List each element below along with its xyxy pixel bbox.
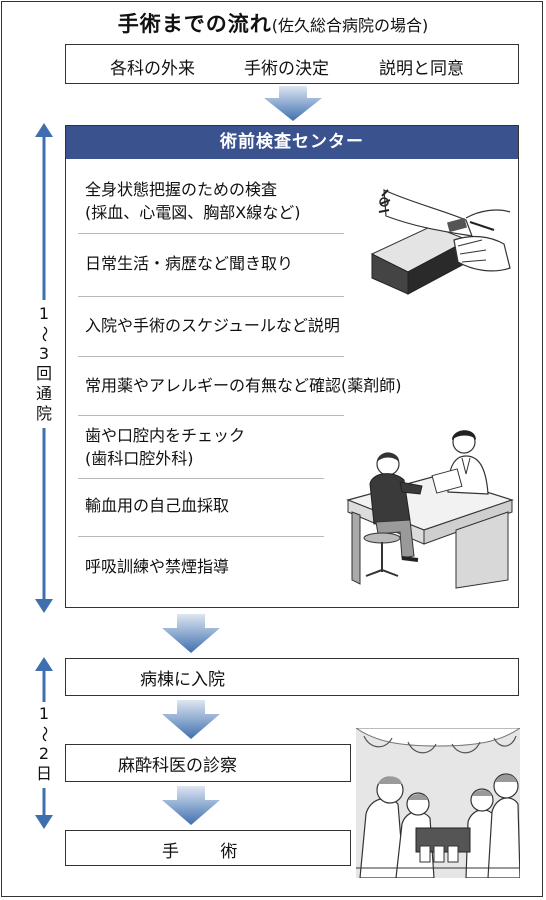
- center-item-exam: 全身状態把握のための検査 (採血、心電図、胸部X線など): [85, 178, 300, 224]
- down-arrow-1: [264, 86, 322, 121]
- down-arrow-3: [162, 700, 220, 739]
- step-admission-box: 病棟に入院: [65, 658, 519, 696]
- center-item-breathing: 呼吸訓練や禁煙指導: [85, 555, 229, 578]
- item-line: 全身状態把握のための検査: [85, 180, 278, 199]
- center-item-medication: 常用薬やアレルギーの有無など確認(薬剤師): [85, 374, 402, 397]
- down-arrow-4: [162, 786, 220, 825]
- top-steps-box: 各科の外来 手術の決定 説明と同意: [65, 44, 519, 84]
- item-line: 歯や口腔内をチェック: [85, 426, 246, 445]
- step-surgery-decision: 手術の決定: [244, 59, 329, 79]
- duration-label-hospital: 1 〜 2 日: [32, 704, 56, 784]
- item-line: 呼吸訓練や禁煙指導: [85, 557, 230, 576]
- duration-char: 日: [35, 764, 52, 783]
- title-main: 手術までの流れ: [117, 12, 272, 36]
- duration-char: 3: [38, 344, 50, 363]
- center-item-schedule: 入院や手術のスケジュールなど説明: [85, 314, 340, 337]
- duration-char: 回: [35, 364, 52, 383]
- step-explanation-consent: 説明と同意: [379, 59, 464, 79]
- duration-char: 〜: [35, 325, 54, 342]
- duration-char: 〜: [35, 725, 54, 742]
- duration-label-bg-hospital: [30, 702, 58, 788]
- preop-center-box: 術前検査センター 全身状態把握のための検査 (採血、心電図、胸部X線など) 日常…: [65, 125, 519, 608]
- duration-char: 通: [35, 384, 52, 403]
- item-line: (採血、心電図、胸部X線など): [85, 203, 301, 222]
- duration-char: 1: [38, 704, 50, 723]
- item-line: 輸血用の自己血採取: [85, 496, 230, 515]
- duration-label-outpatient: 1 〜 3 回 通 院: [32, 304, 56, 424]
- title-sub: (佐久総合病院の場合): [271, 16, 429, 35]
- separator: [78, 415, 344, 416]
- duration-label-bg-outpatient: [30, 300, 58, 428]
- surgery-illustration: [356, 728, 520, 878]
- consultation-illustration: [346, 430, 514, 589]
- duration-char: 1: [38, 304, 50, 323]
- step-anesthesia: 麻酔科医の診察: [118, 756, 237, 776]
- item-line: (歯科口腔外科): [85, 449, 194, 468]
- figure-title: 手術までの流れ(佐久総合病院の場合): [0, 8, 546, 38]
- item-line: 入院や手術のスケジュールなど説明: [85, 316, 340, 335]
- center-item-history: 日常生活・病歴など聞き取り: [85, 252, 293, 275]
- center-item-dental: 歯や口腔内をチェック (歯科口腔外科): [85, 424, 245, 470]
- separator: [78, 356, 344, 357]
- duration-char: 2: [38, 744, 50, 763]
- step-surgery: 手 術: [162, 842, 256, 862]
- item-line: 日常生活・病歴など聞き取り: [85, 254, 294, 273]
- separator: [78, 233, 344, 234]
- item-line: 常用薬やアレルギーの有無など確認(薬剤師): [85, 376, 402, 395]
- separator: [78, 536, 324, 537]
- duration-char: 院: [35, 404, 52, 423]
- preop-center-header: 術前検査センター: [66, 126, 518, 159]
- down-arrow-2: [162, 614, 220, 653]
- separator: [78, 296, 344, 297]
- step-outpatient: 各科の外来: [110, 59, 195, 79]
- center-item-blood: 輸血用の自己血採取: [85, 494, 229, 517]
- step-anesthesia-box: 麻酔科医の診察: [65, 744, 351, 782]
- step-admission: 病棟に入院: [140, 670, 225, 690]
- blood-draw-illustration: [370, 189, 511, 295]
- separator: [78, 478, 324, 479]
- step-surgery-box: 手 術: [65, 830, 351, 866]
